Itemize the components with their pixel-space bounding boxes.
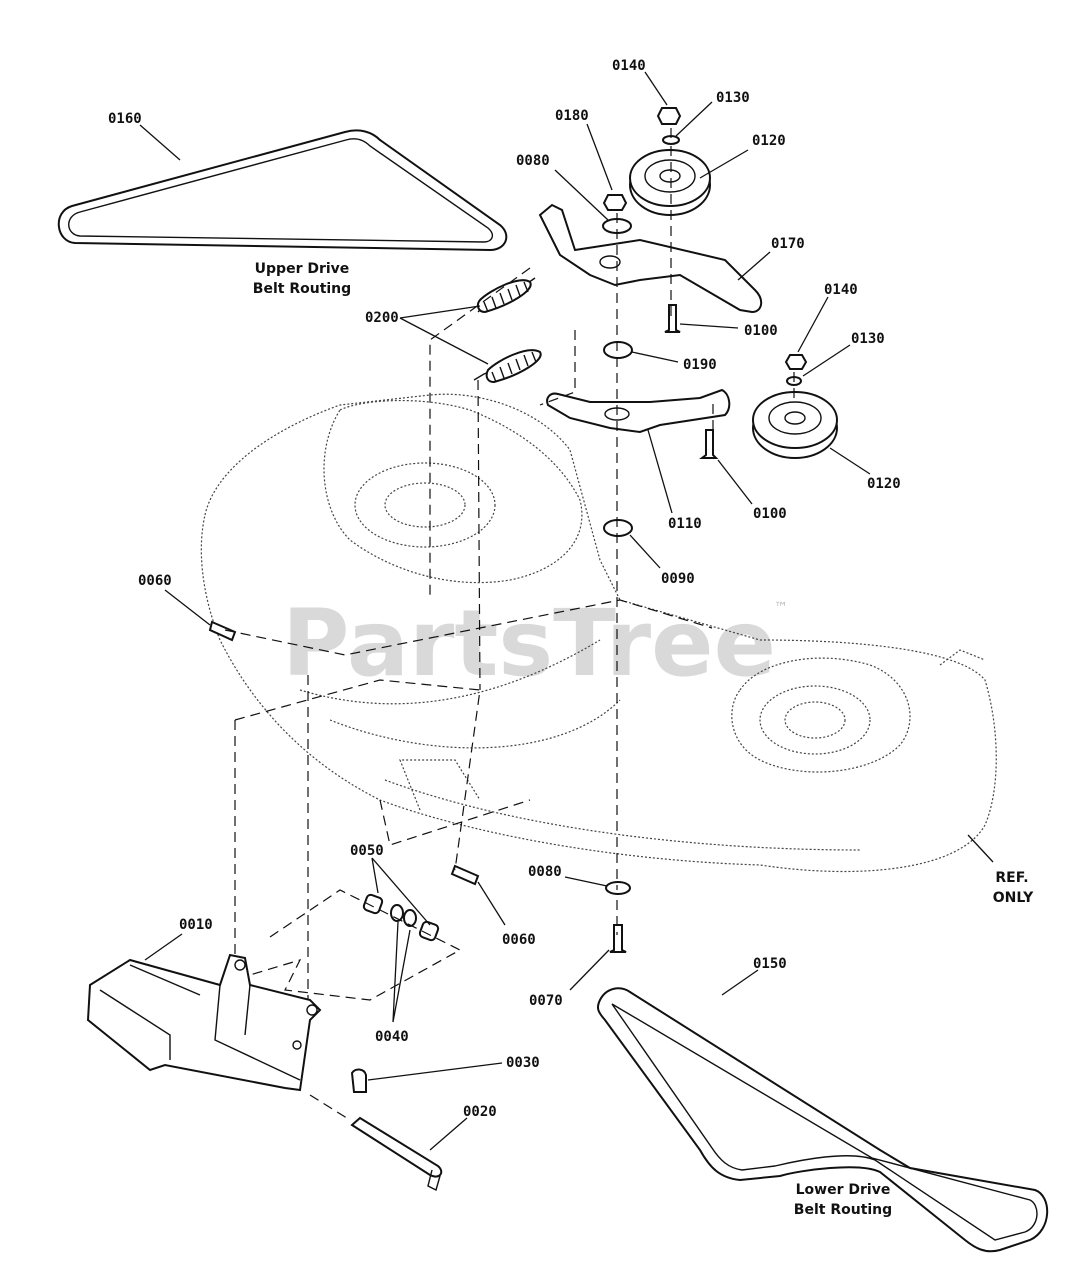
lower-belt-note-line2: Belt Routing [794,1202,892,1218]
callout-0070: 0070 [529,993,563,1009]
idler-bracket-upper [538,203,763,314]
deck-bracket [86,953,322,1092]
upper-drive-belt [57,129,508,252]
callout-0200: 0200 [365,310,399,326]
reference-note-line1: REF. [995,870,1028,886]
watermark-text: PartsTree [282,590,776,697]
watermark-trademark: ™ [774,600,788,616]
callout-0080: 0080 [516,153,550,169]
callout-0050: 0050 [350,843,384,859]
callout-0020: 0020 [463,1104,497,1120]
callout-0100: 0100 [744,323,778,339]
reference-note-line2: ONLY [993,890,1034,906]
callout-0080: 0080 [528,864,562,880]
springs [473,277,542,384]
lower-drive-belt [596,987,1049,1253]
leader-lines [139,71,994,1151]
lower-belt-note-line1: Lower Drive [796,1182,891,1198]
upper-belt-note-line2: Belt Routing [253,281,351,297]
callout-0130: 0130 [716,90,750,106]
callout-0110: 0110 [668,516,702,532]
callout-0170: 0170 [771,236,805,252]
callout-0160: 0160 [108,111,142,127]
callout-0190: 0190 [683,357,717,373]
callout-0150: 0150 [753,956,787,972]
assembly-lines [224,128,795,1121]
rod [350,1116,443,1192]
idler-pulley-lower [752,391,838,459]
callout-0010: 0010 [179,917,213,933]
callout-0140: 0140 [824,282,858,298]
idler-bracket-lower [546,388,731,434]
callout-0100: 0100 [753,506,787,522]
callout-0030: 0030 [506,1055,540,1071]
callout-0180: 0180 [555,108,589,124]
idler-pulley-upper [629,149,711,216]
upper-belt-note-line1: Upper Drive [255,261,350,277]
callout-0130: 0130 [851,331,885,347]
mower-deck [200,393,997,873]
callout-0120: 0120 [752,133,786,149]
callout-0060: 0060 [138,573,172,589]
callout-0040: 0040 [375,1029,409,1045]
callout-0120: 0120 [867,476,901,492]
callout-0060: 0060 [502,932,536,948]
callout-0140: 0140 [612,58,646,74]
callout-0090: 0090 [661,571,695,587]
